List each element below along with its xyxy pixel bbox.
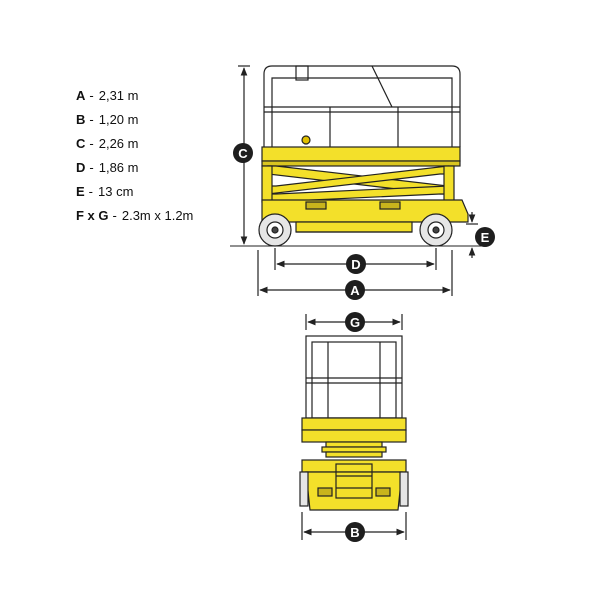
- dimension-label-d: D: [346, 254, 366, 274]
- spec-row-c: C-2,26 m: [76, 134, 193, 158]
- dimension-label-b: B: [345, 522, 365, 542]
- dimension-label-g: G: [345, 312, 365, 332]
- label-b-text: B: [350, 525, 359, 540]
- spec-key: A: [76, 88, 86, 103]
- spec-separator: -: [89, 160, 94, 175]
- beacon-icon: [301, 135, 311, 145]
- spec-value: 2,31 m: [98, 88, 139, 103]
- spec-key: F x G: [76, 208, 109, 223]
- spec-separator: -: [112, 208, 117, 223]
- spec-value: 2,26 m: [98, 136, 139, 151]
- label-g-text: G: [350, 315, 360, 330]
- spec-row-a: A-2,31 m: [76, 86, 193, 110]
- spec-value: 1,86 m: [98, 160, 139, 175]
- spec-key: E: [76, 184, 85, 199]
- front-guardrail: [305, 335, 403, 419]
- dimension-label-c: C: [233, 143, 253, 163]
- front-scissor-stack: [321, 441, 387, 458]
- front-view-base: [299, 459, 409, 511]
- spec-key: C: [76, 136, 86, 151]
- spec-separator: -: [89, 88, 94, 103]
- spec-separator: -: [88, 184, 94, 199]
- spec-separator: -: [89, 136, 94, 151]
- side-view: [230, 65, 482, 247]
- dimension-label-a: A: [345, 280, 365, 300]
- spec-key: B: [76, 112, 86, 127]
- front-view-platform: [301, 335, 407, 458]
- label-d-text: D: [351, 257, 360, 272]
- rear-wheel: [258, 213, 292, 247]
- dimension-spec-list: A-2,31 m B-1,20 m C-2,26 m D-1,86 m E-13…: [76, 86, 193, 230]
- scissor-arms: [261, 165, 455, 203]
- spec-value: 13 cm: [98, 184, 134, 199]
- spec-separator: -: [89, 112, 94, 127]
- spec-value: 1,20 m: [98, 112, 139, 127]
- spec-row-b: B-1,20 m: [76, 110, 193, 134]
- left-wheel: [299, 471, 309, 507]
- right-wheel: [399, 471, 409, 507]
- spec-row-e: E-13 cm: [76, 182, 193, 206]
- platform-deck: [261, 146, 461, 162]
- spec-value: 2.3m x 1.2m: [121, 208, 194, 223]
- label-a-text: A: [350, 283, 360, 298]
- guardrail: [263, 65, 461, 147]
- front-wheel: [419, 213, 453, 247]
- label-e-text: E: [481, 230, 490, 245]
- dimension-label-e: E: [475, 227, 495, 247]
- spec-row-fxg: F x G-2.3m x 1.2m: [76, 206, 193, 230]
- spec-row-d: D-1,86 m: [76, 158, 193, 182]
- label-c-text: C: [238, 146, 248, 161]
- spec-key: D: [76, 160, 86, 175]
